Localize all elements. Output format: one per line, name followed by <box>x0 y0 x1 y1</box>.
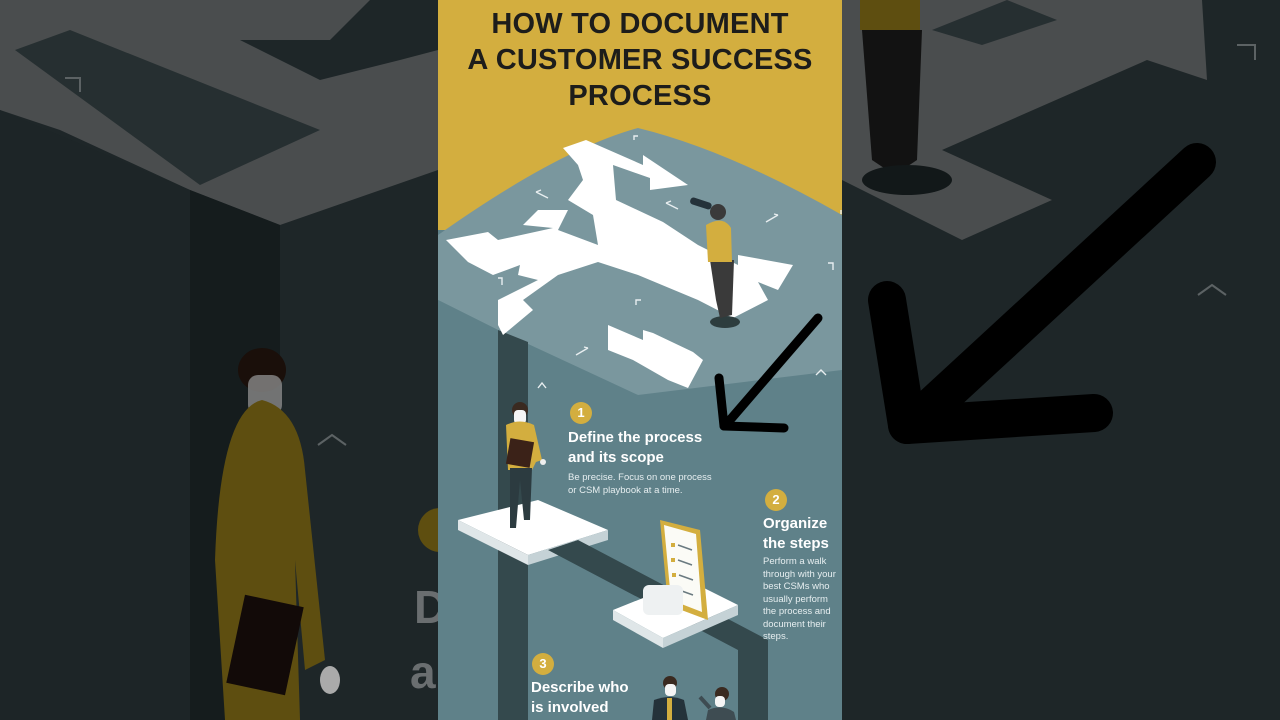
maze-background-left-icon <box>0 0 438 720</box>
annotation-arrow-down-left-icon <box>714 313 823 433</box>
annotation-arrow-right-background <box>868 143 1216 444</box>
infographic-title: HOW TO DOCUMENT A CUSTOMER SUCCESS PROCE… <box>438 6 842 114</box>
step-2-description: Perform a walk through with your best CS… <box>763 556 836 644</box>
background-left-dimmed: D a <box>0 0 438 720</box>
background-side-letter-d: D <box>414 581 438 633</box>
person-with-telescope-icon <box>690 197 740 328</box>
step-1-badge: 1 <box>570 402 592 424</box>
step-2-title-line-1: Organize <box>763 515 828 532</box>
step-3-title-line-1: Describe who <box>531 679 629 696</box>
step-1-title-line-1: Define the process <box>568 429 703 446</box>
step-2-desc-line-6: document their <box>763 618 826 630</box>
infographic-panel: HOW TO DOCUMENT A CUSTOMER SUCCESS PROCE… <box>438 0 842 720</box>
background-side-letter-a: a <box>410 646 436 698</box>
step-1-title: Define the process and its scope <box>568 428 702 468</box>
title-line-3: PROCESS <box>568 80 712 112</box>
step-2-desc-line-7: steps. <box>763 631 789 642</box>
step-2-title: Organize the steps <box>763 514 829 554</box>
step-2-desc-line-4: usually perform <box>763 593 828 605</box>
step-2-desc-line-3: best CSMs who <box>763 581 830 592</box>
step-3-title: Describe who is involved <box>531 678 629 718</box>
infographic-illustration <box>438 128 842 720</box>
step-1-desc-line-1: Be precise. Focus on one process <box>568 472 712 483</box>
step-2-desc-line-1: Perform a walk <box>763 556 827 567</box>
two-people-talking-icon <box>652 676 736 720</box>
step-1-desc-line-2: or CSM playbook at a time. <box>568 484 683 496</box>
step-3-title-line-2: is involved <box>531 699 609 716</box>
step-2-title-line-2: the steps <box>763 535 829 552</box>
step-2-badge: 2 <box>765 489 787 511</box>
step-1-title-line-2: and its scope <box>568 449 664 466</box>
step-1-description: Be precise. Focus on one process or CSM … <box>568 472 712 497</box>
step-2-desc-line-5: the process and <box>763 606 831 617</box>
title-line-2: A CUSTOMER SUCCESS <box>467 44 813 76</box>
step-2-desc-line-2: through with your <box>763 568 836 580</box>
background-right-dimmed <box>842 0 1280 720</box>
maze-background-right-icon <box>842 0 1280 720</box>
checklist-document-icon <box>613 520 738 648</box>
title-line-1: HOW TO DOCUMENT <box>491 8 789 40</box>
person-with-folder-icon <box>505 402 546 528</box>
step-3-badge: 3 <box>532 653 554 675</box>
